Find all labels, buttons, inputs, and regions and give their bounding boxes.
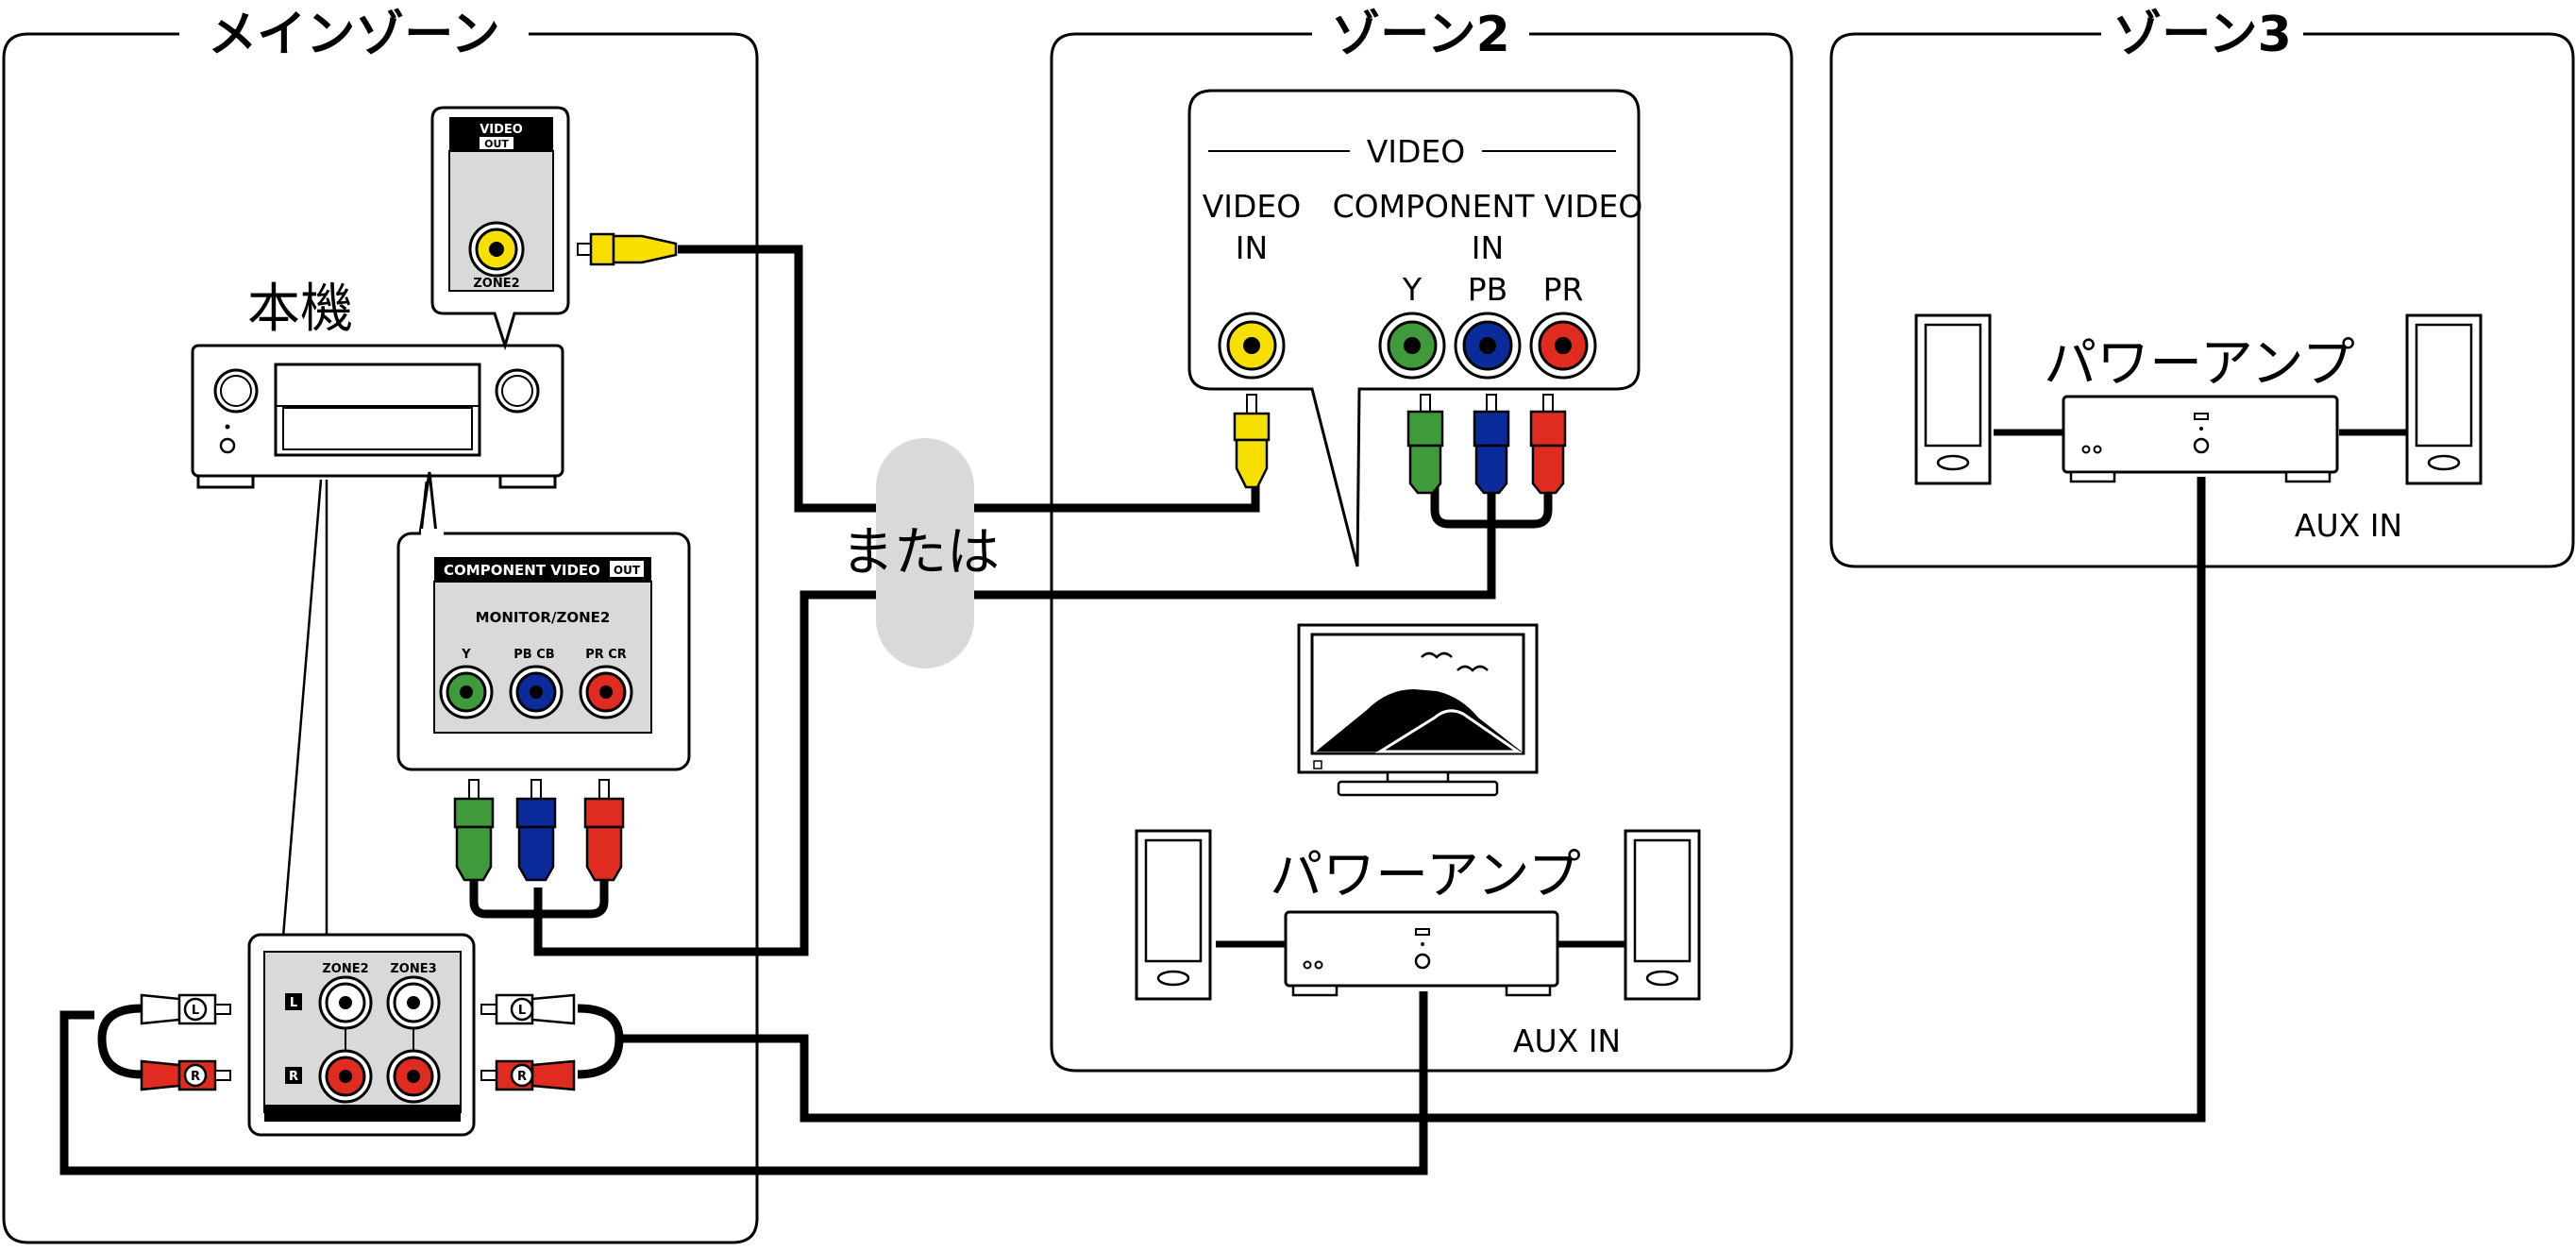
tv-input-panel: VIDEO VIDEO IN COMPONENT VIDEO IN Y PB P… [1187,89,1643,567]
audio-plug-loop-right [577,1004,624,1079]
composite-cable [678,245,1260,513]
audio-out-zone2-label: ZONE2 [322,962,368,976]
component-cable [533,491,1496,956]
zone2-title: ゾーン2 [1331,7,1510,63]
video-out-title: VIDEO [480,123,523,137]
zone3-amplifier-group: パワーアンプ AUX IN [1914,313,2483,544]
component-plugs-receiver [453,779,625,882]
component-in-label-line2: IN [1472,229,1504,266]
zone3-aux-in-label: AUX IN [2295,507,2402,544]
audio-plug-zone3-r: R [480,1059,576,1091]
main-zone-frame: メインゾーン [2,7,759,1244]
component-out-pr-label: PR CR [585,648,627,662]
audio-plug-zone3-r-label: R [517,1070,527,1084]
component-in-pr-label: PR [1543,271,1584,308]
or-badge: または [841,438,1000,668]
main-zone-title: メインゾーン [208,7,499,63]
component-out-badge: OUT [614,564,641,577]
component-plug-pr [583,779,625,882]
zone2-amplifier-group: パワーアンプ AUX IN [1135,829,1701,1059]
zone3-amp-label: パワーアンプ [2044,333,2355,395]
zone2-amp-label: パワーアンプ [1270,845,1581,906]
component-plug-loop-left [469,878,609,919]
video-out-jack-label: ZONE2 [473,277,519,291]
tv-component-plug-pb [1473,394,1510,495]
audio-plug-zone2-l: L [140,993,231,1025]
component-out-subtitle: MONITOR/ZONE2 [476,609,611,626]
tv-panel-header: VIDEO [1367,133,1466,170]
zone2-amplifier [1284,910,1559,988]
composite-plug-receiver [577,232,678,266]
audio-out-zone3-label: ZONE3 [390,962,436,976]
component-plug-y [453,779,495,882]
component-out-y-label: Y [461,648,471,662]
tv-component-plug-pr [1529,394,1567,495]
audio-out-callout: ZONE2 ZONE3 L R [247,479,476,1137]
audio-plug-zone2-r-label: R [191,1070,200,1084]
component-out-callout: COMPONENT VIDEO OUT MONITOR/ZONE2 Y PB C… [396,471,691,771]
audio-plug-zone3-l: L [480,993,576,1025]
component-out-title: COMPONENT VIDEO [444,562,600,579]
zone3-speaker-left [1914,313,1992,485]
receiver: 本機 [191,279,564,489]
zone2-speaker-right [1624,829,1701,1001]
or-label: または [841,522,1000,583]
tv-component-plug-y [1406,394,1444,495]
tv-plugs [1233,394,1567,495]
zone2-audio-cable [59,991,1428,1175]
audio-out-r-label: R [289,1070,298,1084]
zone3-speaker-right [2405,313,2483,485]
audio-out-l-label: L [290,996,297,1010]
audio-plugs-zone2: L R [140,993,231,1091]
receiver-headphone-jack [219,437,236,454]
audio-plug-zone2-l-label: L [192,1004,199,1018]
audio-plug-loop-left [97,1004,143,1079]
zone3-amplifier [2062,395,2339,474]
component-in-y-label: Y [1402,271,1423,308]
zone2-aux-in-label: AUX IN [1513,1023,1621,1059]
zone2-speaker-left [1135,829,1212,1001]
audio-plug-zone3-l-label: L [518,1004,526,1018]
video-in-label-line1: VIDEO [1203,188,1302,225]
audio-plugs-zone3: L R [480,993,576,1091]
video-out-callout: VIDEO OUT ZONE2 [430,106,570,351]
component-in-label-line1: COMPONENT VIDEO [1333,188,1643,225]
audio-plug-zone2-r: R [140,1059,231,1091]
component-out-pb-label: PB CB [514,648,554,662]
video-in-label-line2: IN [1236,229,1268,266]
cables [59,245,2407,1175]
component-tv-plug-loop [1430,477,1553,529]
video-out-badge: OUT [484,138,509,150]
zone3-audio-cable [623,477,2206,1123]
receiver-label: 本機 [247,279,353,340]
zone3-title: ゾーン3 [2113,7,2292,63]
component-in-pb-label: PB [1468,271,1508,308]
component-plug-pb [515,779,557,882]
tv [1297,623,1539,797]
tv-composite-plug [1233,394,1271,489]
